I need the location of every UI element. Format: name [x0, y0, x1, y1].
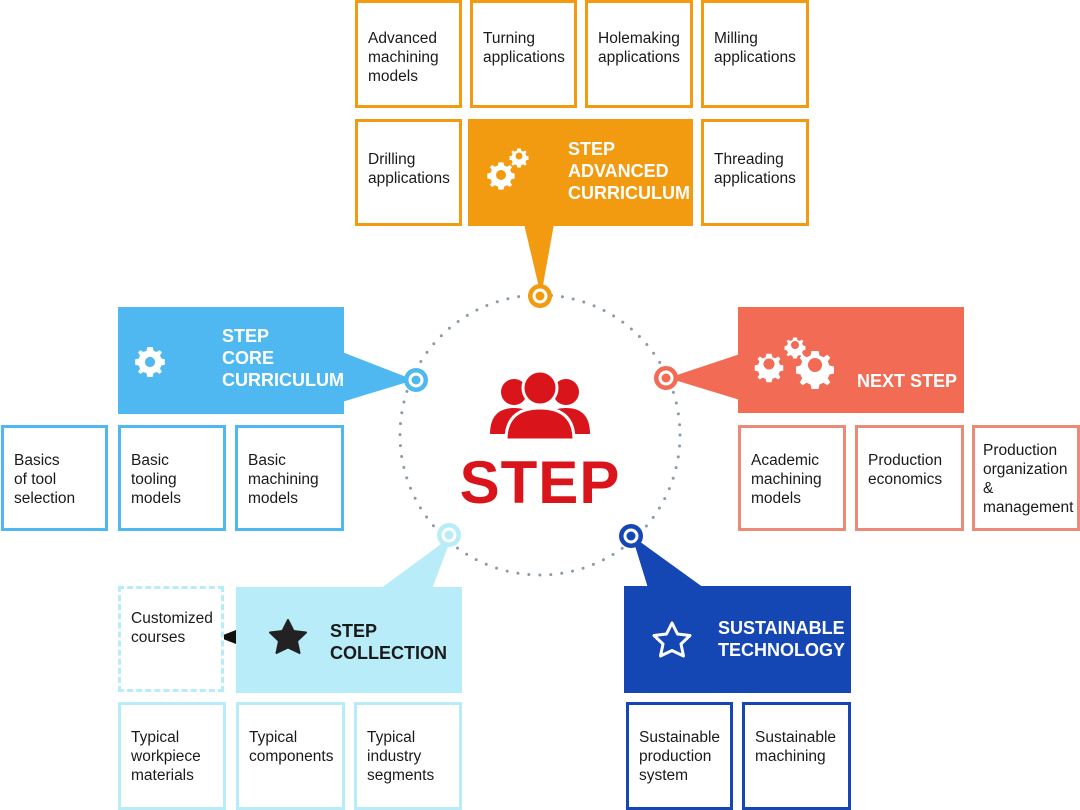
node-next — [654, 366, 678, 390]
sustainable-title: SUSTAINABLE TECHNOLOGY — [718, 618, 846, 660]
next-item-academic-models: Academic machining models — [738, 425, 846, 531]
collection-arrow — [218, 630, 236, 644]
node-advanced — [528, 284, 552, 308]
core-pointer — [342, 352, 414, 402]
next-item-production-organization: Production organization & management — [972, 425, 1080, 531]
advanced-item-threading: Threading applications — [701, 119, 809, 226]
collection-title: STEP COLLECTION — [330, 621, 447, 663]
advanced-item-milling: Milling applications — [701, 0, 809, 108]
advanced-item-holemaking: Holemaking applications — [585, 0, 693, 108]
advanced-item-drilling: Drilling applications — [355, 119, 462, 226]
collection-custom-courses: Customized courses — [118, 586, 224, 692]
collection-pointer — [380, 536, 452, 589]
node-collection — [437, 523, 461, 547]
next-gears-icon — [754, 337, 834, 389]
core-item-machining-models: Basic machining models — [235, 425, 344, 531]
core-title: STEP CORE CURRICULUM — [222, 326, 344, 390]
sustainable-header-bg — [624, 586, 851, 693]
group-people-icon — [490, 369, 590, 442]
collection-star-icon — [269, 619, 307, 654]
advanced-pointer — [524, 224, 554, 296]
collection-item-components: Typical components — [236, 702, 345, 810]
sustainable-item-production-system: Sustainable production system — [626, 702, 733, 810]
sustainable-pointer — [632, 536, 704, 588]
advanced-gears-icon — [487, 148, 529, 190]
advanced-title: STEP ADVANCED CURRICULUM — [568, 139, 690, 203]
advanced-item-turning: Turning applications — [470, 0, 577, 108]
sustainable-item-machining: Sustainable machining — [742, 702, 851, 810]
collection-header-bg — [236, 587, 462, 693]
core-gear-icon — [135, 347, 165, 377]
node-core — [404, 368, 428, 392]
next-item-production-economics: Production economics — [855, 425, 964, 531]
node-sustainable — [619, 524, 643, 548]
next-pointer — [668, 354, 740, 400]
center-title: STEP — [459, 449, 621, 516]
collection-item-industry-segments: Typical industry segments — [354, 702, 462, 810]
advanced-item-machining-models: Advanced machining models — [355, 0, 462, 108]
next-title: NEXT STEP — [857, 371, 958, 391]
collection-item-workpiece-materials: Typical workpiece materials — [118, 702, 226, 810]
core-item-tool-selection: Basics of tool selection — [1, 425, 108, 531]
sustainable-star-icon — [652, 621, 692, 658]
core-item-tooling-models: Basic tooling models — [118, 425, 226, 531]
